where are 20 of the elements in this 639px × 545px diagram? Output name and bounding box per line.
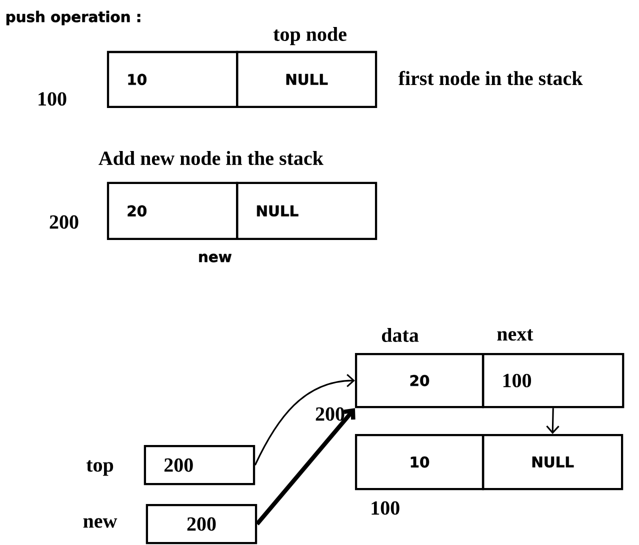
text-label: 200 [316,407,344,421]
text-label: top node [273,26,346,46]
text-label: 100 [38,92,66,106]
arrow [254,374,355,466]
text-label: next [497,329,534,341]
text-label: 200 [50,215,78,229]
cell-box: 100 [482,352,624,408]
arrow [546,408,560,434]
cell-box: NULL [236,182,378,240]
cell-box: 10 [106,50,238,108]
cell-box: 200 [144,445,256,486]
text-label: new [83,518,118,528]
cell-box: 200 [146,504,258,544]
text-label: first node in the stack [398,70,583,86]
cell-box: 20 [354,352,484,408]
text-label: top [86,460,114,476]
cell-box: 20 [106,182,238,240]
cell-box: 10 [354,434,484,490]
arrow [255,408,356,526]
text-label: Add new node in the stack [98,150,324,165]
